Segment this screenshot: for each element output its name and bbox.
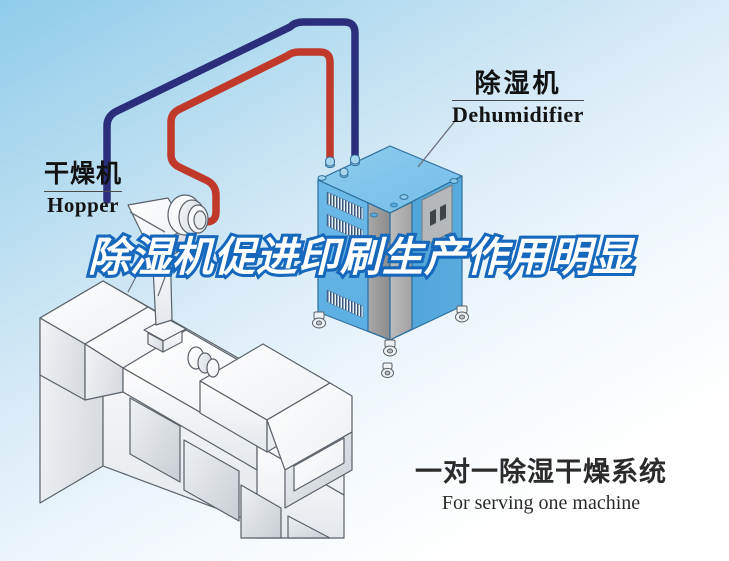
label-dehumidifier: 除湿机 Dehumidifier xyxy=(452,70,584,126)
machine-barrel-ring-2 xyxy=(206,358,220,378)
machine-panel-4 xyxy=(287,515,331,539)
label-hopper-en: Hopper xyxy=(47,193,119,217)
label-hopper-rule xyxy=(44,191,123,192)
hopper-leader-line xyxy=(129,211,166,233)
supply-hose xyxy=(167,48,334,226)
dehumidifier-vent-3 xyxy=(326,289,364,319)
caster-rear-left xyxy=(381,362,394,379)
dehumidifier-port-fittings xyxy=(317,154,459,200)
dehumidifier-display-2 xyxy=(440,204,446,221)
machine-flange-body-2 xyxy=(162,330,183,353)
system-caption: 一对一除湿干燥系统 For serving one machine xyxy=(396,458,686,515)
machine-endcap-top xyxy=(266,382,353,471)
machine-panel-2 xyxy=(183,439,240,522)
caster-front-center xyxy=(383,339,397,357)
hopper-neck xyxy=(151,239,173,326)
machine-panel-3 xyxy=(240,484,282,539)
dehumidifier-control-panel xyxy=(421,184,453,248)
machine-endcap-inner xyxy=(293,437,345,492)
label-dehumidifier-en: Dehumidifier xyxy=(452,102,584,127)
hose-group xyxy=(103,18,359,226)
dehumidifier-display-1 xyxy=(430,209,436,226)
caption-en: For serving one machine xyxy=(441,492,641,515)
label-hopper-cn: 干燥机 xyxy=(44,160,123,188)
hopper-strut xyxy=(127,249,151,293)
dehumidifier-casters xyxy=(312,305,469,379)
dehumidifier-vent-1 xyxy=(326,191,364,221)
label-dehumidifier-rule xyxy=(452,100,584,101)
dehumidifier-vent-2 xyxy=(326,213,364,243)
dehumidifier-column-side xyxy=(389,201,413,341)
port-spare-4 xyxy=(449,178,459,184)
machine-panel-1 xyxy=(129,397,181,483)
caster-front-left xyxy=(312,311,326,329)
caster-rear-right xyxy=(455,305,469,323)
label-hopper: 干燥机 Hopper xyxy=(44,160,123,217)
hopper-blower-housing xyxy=(167,194,209,236)
label-dehumidifier-cn: 除湿机 xyxy=(474,68,562,98)
return-hose xyxy=(103,18,359,204)
hopper-strut-2 xyxy=(157,257,173,297)
port-spare-2 xyxy=(317,175,327,181)
dehumidifier-unit xyxy=(312,145,469,379)
overlay-headline: 除湿机促进印刷生产作用明显 xyxy=(85,231,636,283)
dehumidifier-hinges xyxy=(370,202,398,253)
caption-cn: 一对一除湿干燥系统 xyxy=(415,457,667,487)
dehumidifier-leader-line xyxy=(417,120,456,168)
hopper-dryer-unit xyxy=(127,194,209,326)
port-spare-3 xyxy=(399,194,409,200)
injection-molding-machine xyxy=(39,280,353,539)
